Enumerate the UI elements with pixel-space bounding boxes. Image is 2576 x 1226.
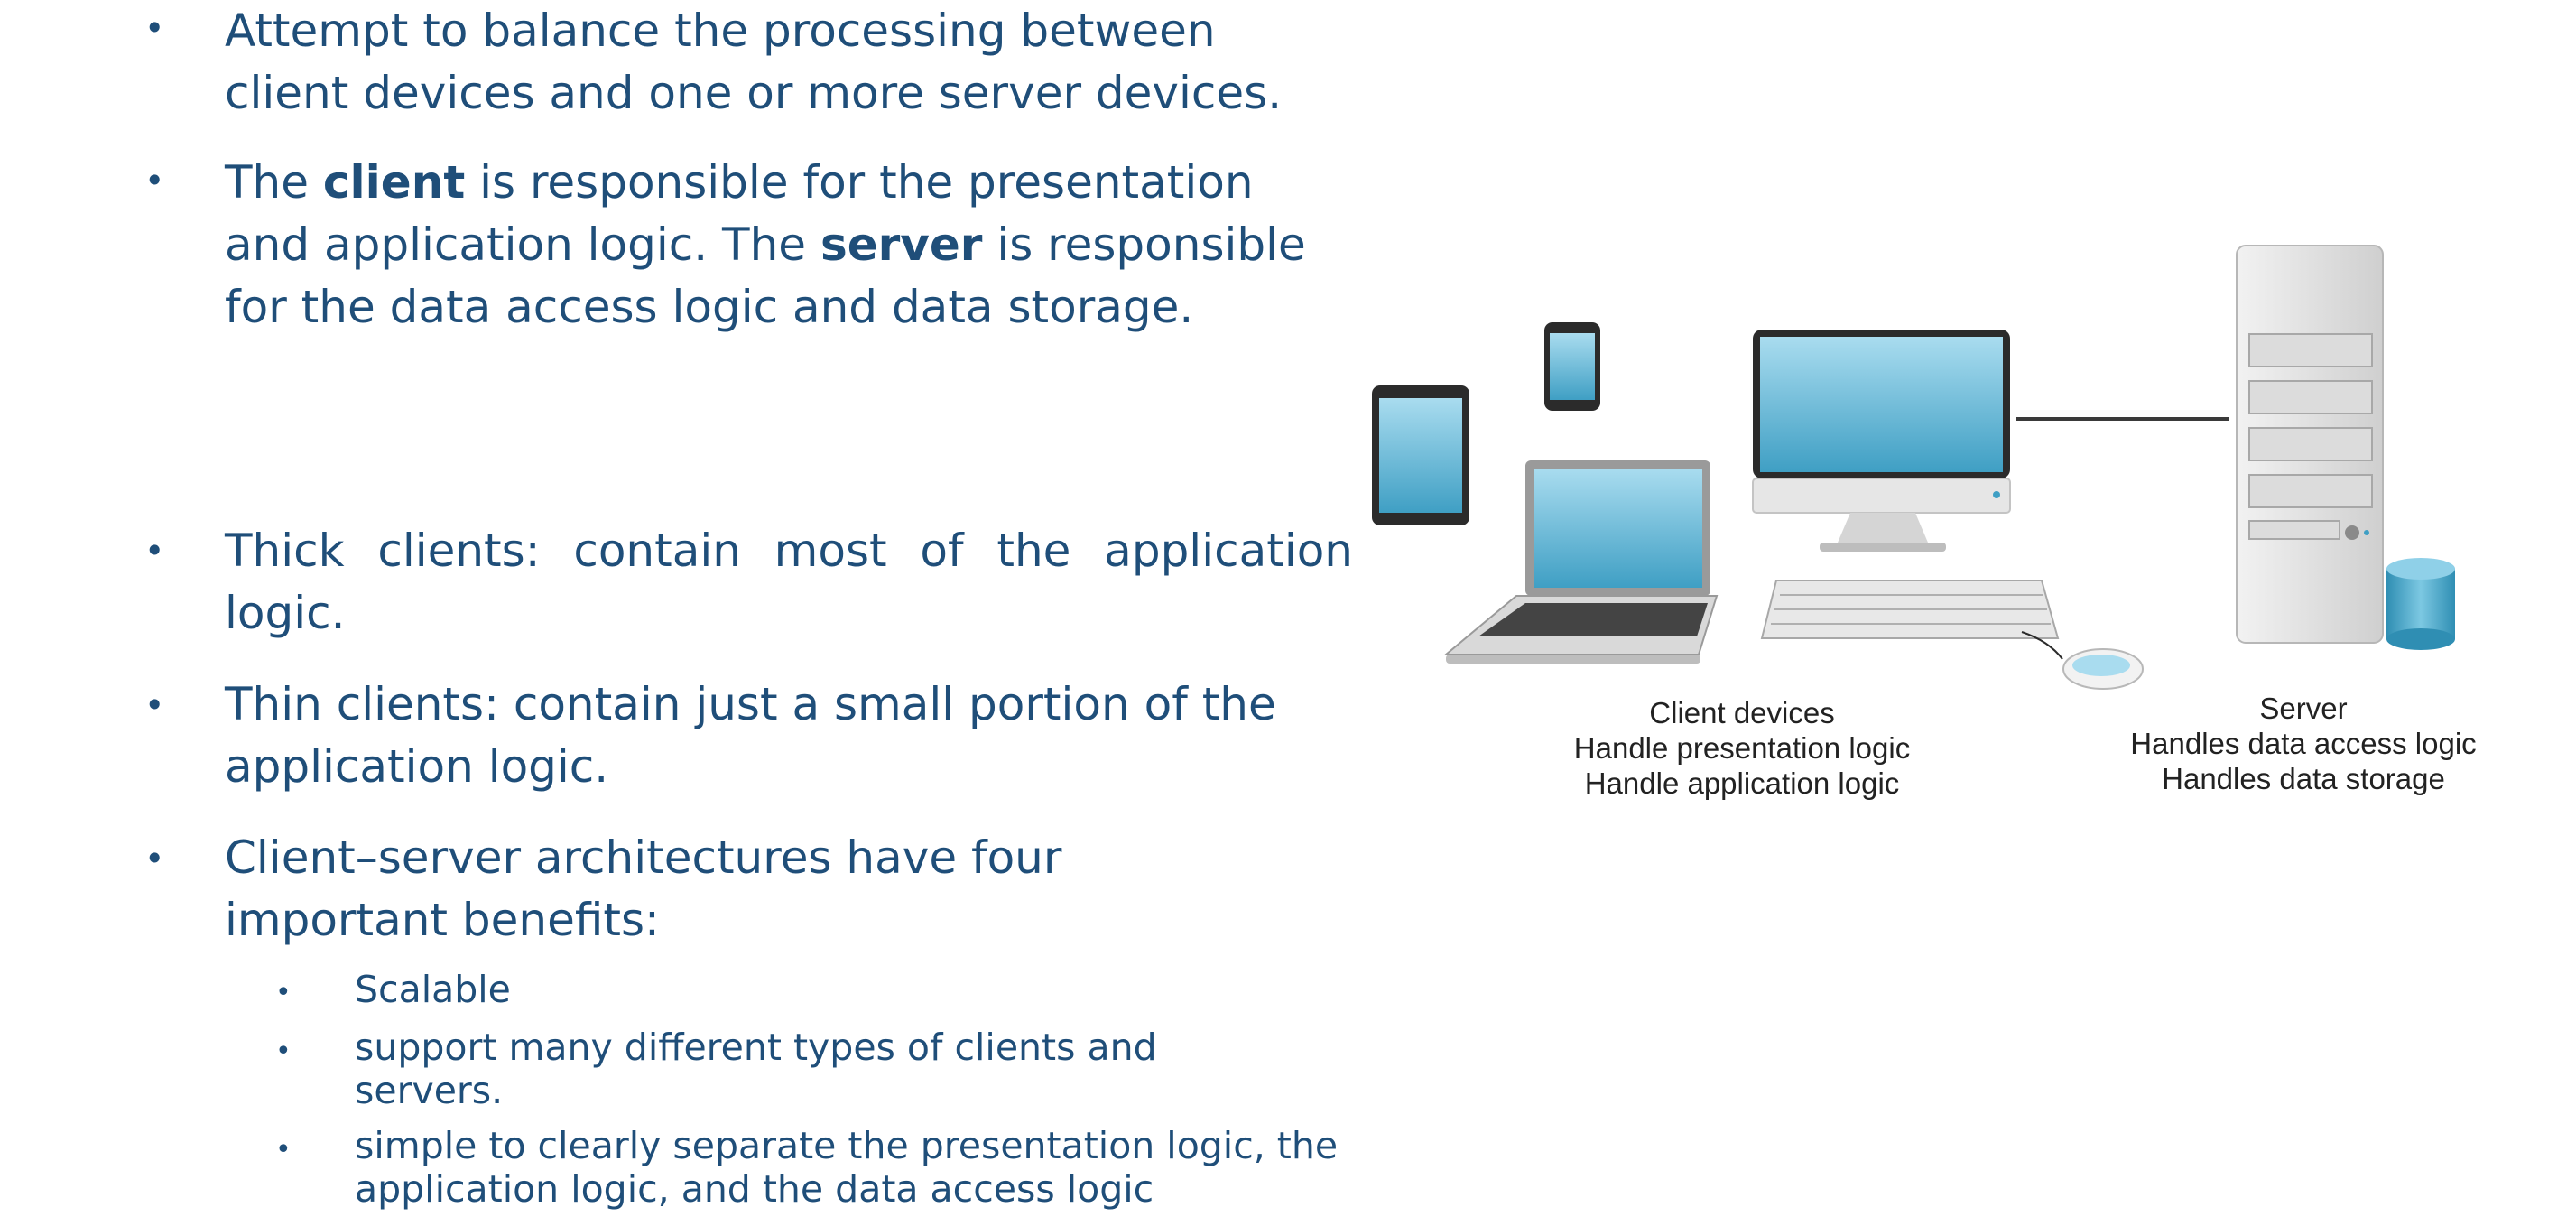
bullet-marker: •	[144, 685, 165, 725]
client-caption-line: Handle presentation logic	[1574, 731, 1910, 765]
server-caption-line: Handles data storage	[2162, 762, 2445, 795]
client-caption-line: Handle application logic	[1585, 766, 1900, 800]
bullet-client-server: The client is responsible for the presen…	[225, 152, 1335, 339]
bullet-benefits: Client–server architectures have four im…	[225, 831, 1062, 946]
text-segment: is responsible for the presentation and …	[225, 156, 1254, 271]
bullet-marker: •	[144, 161, 165, 200]
mouse-icon	[2021, 631, 2144, 690]
server-caption-line: Server	[2259, 692, 2347, 725]
bullet-marker: •	[144, 839, 165, 878]
client-caption: Client devices Handle presentation logic…	[1574, 696, 1910, 800]
sub-bullet-separate: simple to clearly separate the presentat…	[355, 1124, 1339, 1211]
laptop-icon	[1443, 460, 1719, 664]
server-tower-icon	[2236, 245, 2384, 644]
text-segment: is responsible for the data access logic…	[225, 218, 1306, 333]
desktop-monitor-icon	[1752, 330, 2011, 552]
sub-bullet-marker: •	[275, 1134, 292, 1166]
sub-bullet-support: support many different types of clients …	[355, 1026, 1157, 1112]
smartphone-icon	[1544, 322, 1600, 411]
client-caption-line: Client devices	[1649, 696, 1834, 729]
sub-bullet-marker: •	[275, 1036, 292, 1067]
client-server-diagram: Client devices Handle presentation logic…	[1372, 245, 2477, 800]
sub-bullet-marker: •	[275, 977, 292, 1008]
database-icon	[2386, 558, 2455, 650]
bullet-balance: Attempt to balance the processing betwee…	[225, 5, 1283, 119]
keyboard-icon	[1760, 580, 2060, 639]
bullet-marker: •	[144, 8, 165, 48]
sub-bullet-scalable: Scalable	[355, 968, 511, 1011]
server-caption: Server Handles data access logic Handles…	[2130, 692, 2476, 795]
client-term: client	[322, 156, 466, 209]
server-term: server	[820, 218, 983, 271]
bullet-marker: •	[144, 531, 165, 571]
text-segment: The	[225, 156, 323, 209]
bullet-thin-clients: Thin clients: contain just a small porti…	[225, 678, 1276, 793]
tablet-icon	[1372, 385, 1469, 525]
server-caption-line: Handles data access logic	[2130, 727, 2476, 760]
bullet-thick-clients: Thick clients: contain most of the appli…	[225, 525, 1353, 639]
